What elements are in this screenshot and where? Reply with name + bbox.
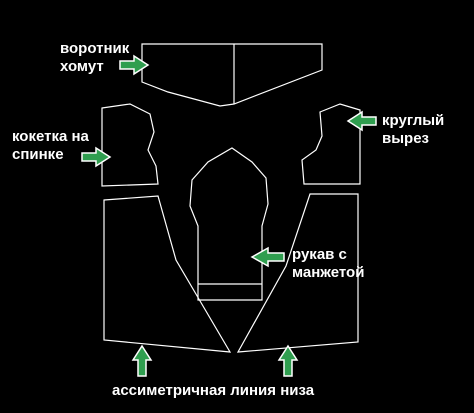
hem-label: ассиметричная линия низа (112, 382, 314, 400)
round-neck-arrow-icon (346, 110, 377, 132)
collar-label: воротник хомут (60, 40, 129, 76)
hem-right-arrow-icon (277, 344, 299, 377)
back-yoke-arrow-icon (81, 146, 112, 168)
right-front-panel (236, 193, 359, 353)
collar-label-line2: хомут (60, 58, 104, 75)
sleeve-label: рукав с манжетой (292, 246, 364, 282)
sleeve-label-line2: манжетой (292, 264, 365, 281)
back-yoke-label: кокетка на спинке (12, 128, 89, 164)
sleeve-label-line1: рукав с (292, 246, 347, 263)
back-yoke-label-line2: спинке (12, 146, 64, 163)
round-neck-piece (301, 103, 361, 185)
round-neck-label-line1: круглый (382, 112, 445, 129)
collar-piece (141, 43, 323, 107)
hem-label-line1: ассиметричная линия низа (112, 382, 315, 399)
collar-label-line1: воротник (60, 40, 130, 57)
back-yoke-label-line1: кокетка на (12, 128, 89, 145)
round-neck-label: круглый вырез (382, 112, 444, 148)
left-front-panel (103, 195, 232, 353)
round-neck-label-line2: вырез (382, 130, 429, 147)
hem-left-arrow-icon (131, 344, 153, 377)
sleeve-arrow-icon (250, 246, 285, 268)
collar-arrow-icon (119, 54, 150, 76)
back-yoke-piece (101, 103, 159, 187)
sleeve-piece (189, 147, 269, 301)
